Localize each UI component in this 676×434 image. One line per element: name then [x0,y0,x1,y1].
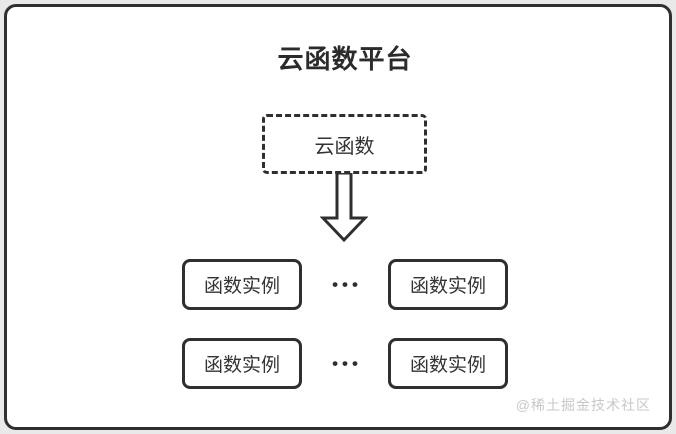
instance-row-2: 函数实例 ••• 函数实例 [182,338,508,389]
function-instance-label: 函数实例 [203,355,280,376]
function-instance-label: 函数实例 [409,276,486,297]
function-instance-node: 函数实例 [387,338,508,389]
cloud-function-label: 云函数 [314,135,375,158]
function-instance-label: 函数实例 [409,355,486,376]
cloud-function-node: 云函数 [262,114,427,174]
watermark-text: @稀土掘金技术社区 [515,397,651,413]
function-instance-label: 函数实例 [203,276,280,297]
instance-row-1: 函数实例 ••• 函数实例 [182,259,508,310]
ellipsis-dots: ••• [332,275,362,294]
down-arrow-icon [320,173,368,243]
ellipsis-dots: ••• [332,354,362,373]
function-instance-node: 函数实例 [182,259,302,310]
diagram-title: 云函数平台 [277,44,413,74]
function-instance-node: 函数实例 [387,259,508,310]
function-instance-node: 函数实例 [182,338,302,389]
platform-boundary-box: 云函数平台 云函数 函数实例 ••• 函数实例 函数实例 ••• 函数实例 [4,4,672,430]
